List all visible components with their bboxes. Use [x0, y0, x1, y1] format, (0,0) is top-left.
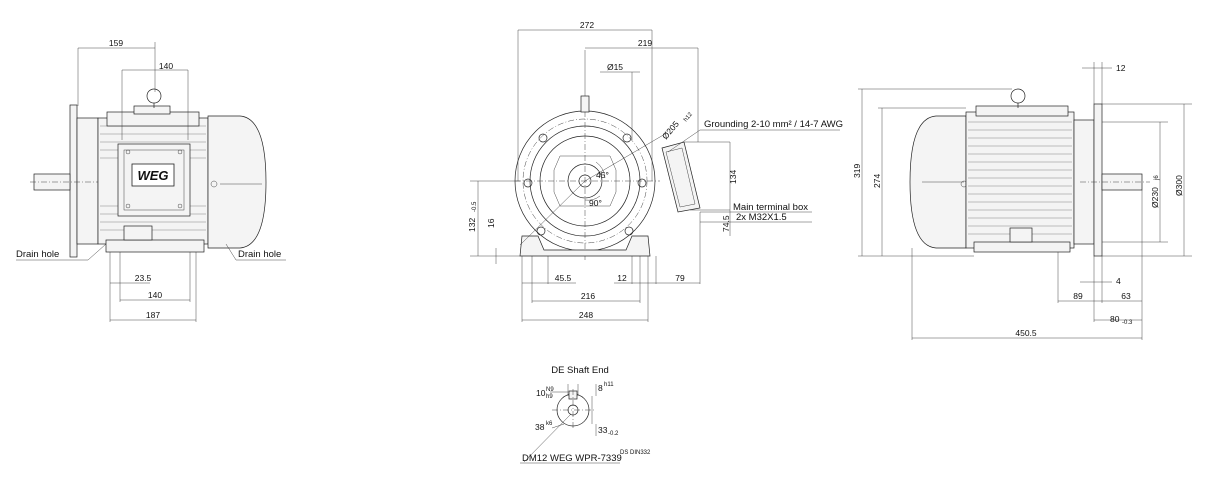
dim-159: 159 — [109, 38, 123, 48]
dim-79: 79 — [675, 273, 685, 283]
shaft-end-title: DE Shaft End — [551, 365, 609, 376]
dim-4: 4 — [1116, 276, 1121, 286]
dim-23-5: 23.5 — [135, 273, 152, 283]
dim-187: 187 — [146, 310, 160, 320]
dim-319: 319 — [852, 164, 862, 178]
dim-d230: Ø230 — [1150, 187, 1160, 208]
drain-hole-label-left: Drain hole — [16, 249, 59, 260]
dim-74-5: 74.5 — [721, 215, 731, 232]
shaft-dim-33: 33 — [598, 425, 608, 435]
dim-132: 132 — [467, 218, 477, 232]
dim-d205-tol: h12 — [683, 111, 694, 123]
dim-d300: Ø300 — [1174, 175, 1184, 196]
dim-45-5: 45.5 — [555, 273, 572, 283]
dim-216: 216 — [581, 291, 595, 301]
dim-80-tol: -0.3 — [1122, 320, 1133, 326]
terminal-box-label: Main terminal box — [733, 202, 808, 213]
dim-12-right: 12 — [1116, 63, 1126, 73]
weg-logo-text: WEG — [137, 168, 168, 183]
shaft-dim-10: 10 — [536, 388, 546, 398]
dim-140-top: 140 — [159, 61, 173, 71]
shaft-dim-10-tol-top: N9 — [546, 387, 554, 393]
shaft-dim-10-tol-bottom: h9 — [546, 394, 553, 400]
dim-140-bottom: 140 — [148, 290, 162, 300]
dim-80: 80 — [1110, 314, 1120, 324]
front-flange-view: 45° 90° 272 219 Ø15 Ø205 h12 Grounding 2… — [467, 20, 843, 322]
dim-450-5: 450.5 — [1015, 328, 1037, 338]
dim-d205: Ø205 — [660, 119, 681, 142]
dim-132-tol: -0.5 — [472, 201, 478, 212]
terminal-box-thread: 2x M32X1.5 — [736, 212, 787, 223]
angle-90: 90° — [589, 198, 602, 208]
dim-248: 248 — [579, 310, 593, 320]
dim-274: 274 — [872, 174, 882, 188]
left-side-view: WEG 159 140 23.5 140 187 Drain hole Drai… — [16, 38, 286, 322]
dim-12-center: 12 — [617, 273, 627, 283]
grounding-label: Grounding 2-10 mm² / 14-7 AWG — [704, 119, 843, 130]
angle-45: 45° — [596, 170, 609, 180]
shaft-dim-8: 8 — [598, 383, 603, 393]
dim-d230-tol: j6 — [1154, 175, 1160, 181]
dim-16: 16 — [486, 218, 496, 228]
shaft-dim-33-tol: -0.2 — [608, 431, 619, 437]
dim-272: 272 — [580, 20, 594, 30]
dim-d15: Ø15 — [607, 62, 623, 72]
shaft-dim-38-tol: k6 — [546, 421, 553, 427]
shaft-dim-8-tol: h11 — [604, 382, 614, 388]
dim-134: 134 — [728, 170, 738, 184]
dim-219: 219 — [638, 38, 652, 48]
side-elevation-view: 12 319 274 Ø230 j6 Ø300 4 89 63 80 -0.3 … — [852, 62, 1192, 340]
de-shaft-end-detail: DE Shaft End 10 N9 h9 8 h11 38 k6 33 -0.… — [520, 365, 651, 464]
dim-63: 63 — [1121, 291, 1131, 301]
shaft-dim-38: 38 — [535, 422, 545, 432]
shaft-standard-label: DS DIN332 — [620, 450, 651, 456]
dim-89: 89 — [1073, 291, 1083, 301]
drain-hole-label-right: Drain hole — [238, 249, 281, 260]
shaft-thread-label: DM12 WEG WPR-7339 — [522, 453, 622, 464]
